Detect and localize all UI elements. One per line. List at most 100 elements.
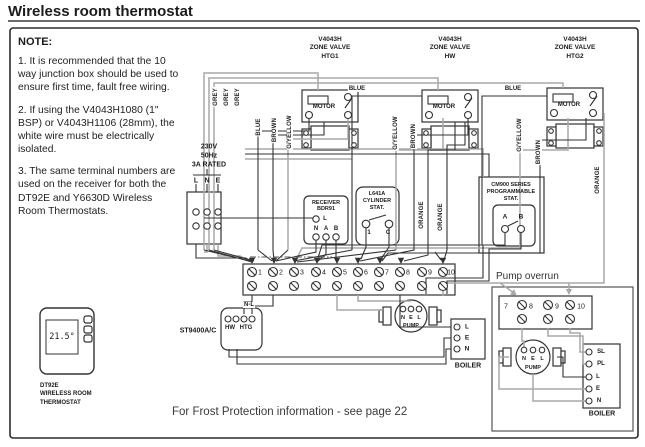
overrun-boiler-pl: PL [597,361,605,367]
pump-e: E [409,315,413,321]
note-1: 1. It is recommended that the 10 way jun… [18,56,179,94]
page-title: Wireless room thermostat [8,3,193,20]
wire-label-brown-2: BROWN [411,122,417,150]
frost-protection-note: For Frost Protection information - see p… [172,406,408,418]
cyl-stat-terminal-c: C [385,230,391,236]
overrun-arrowheads [510,289,573,296]
programmer-hw: HW [225,325,235,331]
prog-stat-title-2: PROGRAMMABLE [486,189,536,195]
programmer-htg: HTG [239,325,253,331]
boiler-label: BOILER [454,362,482,370]
overrun-boiler-label: BOILER [588,410,616,418]
cyl-stat-title-3: STAT. [369,205,385,211]
component-details [192,90,602,405]
pump-n: N [401,315,405,321]
motor-label-htg2: MOTOR [557,102,581,108]
overrun-boiler-n: N [596,398,602,404]
pump-overrun-title: Pump overrun [496,271,559,282]
receiver-terminal-a: A [323,226,329,232]
overrun-pump-e: E [531,356,535,362]
supply-terminal-e: E [215,177,221,185]
cyl-stat-title-2: CYLINDER [362,198,392,204]
thermostat-label: DT92E WIRELESS ROOM THERMOSTAT [40,383,92,406]
receiver-terminal-l: L [323,216,327,222]
terminal-9: 9 [428,269,432,277]
boiler-terminal-l: L [465,323,469,331]
terminal-2: 2 [279,269,283,277]
terminal-6: 6 [364,269,368,277]
wire-label-orange-1: ORANGE [419,200,425,230]
overrun-pump-label: PUMP [525,365,541,371]
overrun-boiler-l: L [596,374,600,380]
receiver-title-1: RECEIVER [311,200,341,206]
overrun-terminal-8: 8 [529,303,533,311]
terminal-1: 1 [258,269,262,277]
prog-stat-title-3: STAT. [503,196,519,202]
programmer-label: ST9400A/C [179,327,217,335]
thermostat-display [45,319,79,355]
wire-label-orange-2: ORANGE [438,202,444,232]
cyl-stat-title-1: L641A [368,191,386,197]
overrun-boiler-sl: SL [597,349,605,355]
wire-label-brown-1: BROWN [272,116,278,144]
prog-stat-terminal-a: A [502,213,508,221]
black-wires [193,95,587,378]
terminal-8: 8 [406,269,410,277]
terminal-10: 10 [447,269,455,277]
wire-label-blue-3: BLUE [503,86,523,92]
diagram-border [9,27,639,439]
programmer-nl: N-L [243,302,255,308]
terminal-5: 5 [343,269,347,277]
notes-heading: NOTE: [18,36,53,48]
supply-voltage: 230V [200,143,218,151]
prog-stat-title-1: CM900 SERIES [491,182,531,188]
supply-terminal-l: L [193,177,199,185]
overrun-pump-l: L [540,356,544,362]
wire-label-grey-1: GREY [213,87,219,107]
terminal-3: 3 [300,269,304,277]
boiler-terminal-n: N [464,345,470,353]
note-2: 2. If using the V4043H1080 (1" BSP) or V… [18,104,175,156]
overrun-terminal-10: 10 [577,303,585,311]
wire-label-blue-2: BLUE [347,86,367,92]
valve-body-htg1 [310,125,350,151]
wire-label-gyellow-1: G/YELLOW [287,114,293,150]
thermostat-display-value: 21.5° [49,332,75,342]
wire-arrowheads [248,257,447,264]
notes-panel: NOTE: 1. It is recommended that the 10 w… [18,36,179,227]
terminal-4: 4 [322,269,326,277]
wire-label-blue-1: BLUE [256,117,262,137]
pump-label: PUMP [403,323,419,329]
overrun-boiler-e: E [595,386,601,392]
note-3: 3. The same terminal numbers are used on… [18,166,176,217]
motor-label-htg1: MOTOR [312,104,336,110]
motor-label-hw: MOTOR [432,104,456,110]
wire-label-grey-2: GREY [224,87,230,107]
supply-rating: 3A RATED [191,161,227,169]
pump-l: L [417,315,421,321]
valve-body-hw [430,125,470,151]
wire-label-grey-3: GREY [235,87,241,107]
supply-terminal-n: N [204,177,210,185]
prog-stat-terminal-b: B [518,213,524,221]
overrun-pump-n: N [522,356,526,362]
wire-label-brown-3: BROWN [536,138,542,166]
pump-overrun-box [491,286,634,432]
prog-stat-inner-box [492,204,536,247]
wire-label-orange-3: ORANGE [595,165,601,195]
wire-label-gyellow-3: G/YELLOW [517,117,523,153]
receiver-terminal-n: N [313,226,319,232]
supply-frequency: 50Hz [200,152,218,160]
boiler-terminal-e: E [464,334,470,342]
receiver-title-2: BDR91 [316,206,336,212]
cyl-stat-terminal-1: 1 [367,230,371,236]
wire-label-gyellow-2: G/YELLOW [393,115,399,151]
terminal-screws [246,266,576,325]
overrun-terminal-9: 9 [555,303,559,311]
terminal-7: 7 [385,269,389,277]
